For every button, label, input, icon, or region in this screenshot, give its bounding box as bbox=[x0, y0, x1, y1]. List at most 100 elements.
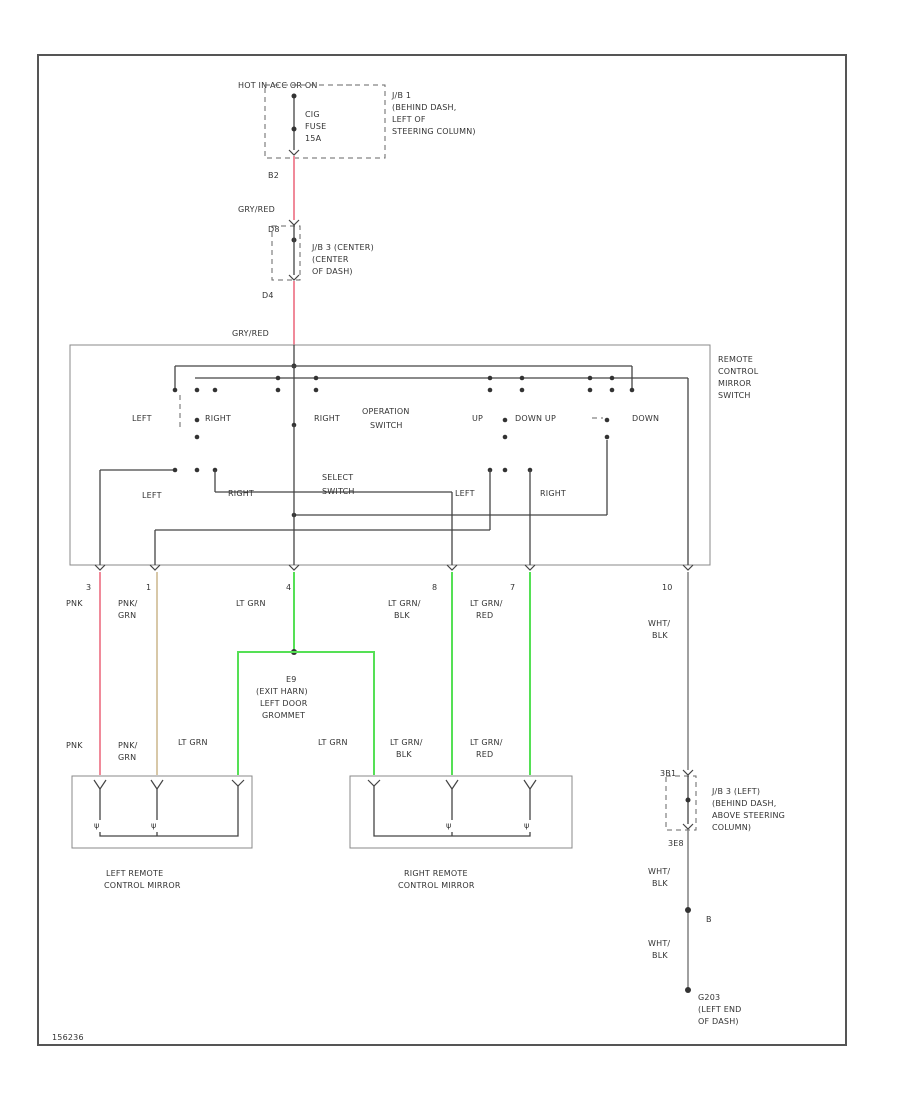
pin8-mark bbox=[446, 564, 458, 571]
sel-contact-2 bbox=[194, 467, 200, 473]
bus2-node-6 bbox=[609, 375, 615, 381]
right-mirror-line-1: RIGHT REMOTE bbox=[404, 869, 468, 878]
ground-jb-line-1: J/B 3 (LEFT) bbox=[711, 787, 760, 796]
jb1-conn-b2 bbox=[288, 149, 300, 156]
select-line-1: SELECT bbox=[322, 473, 353, 482]
ground-point-node bbox=[685, 987, 691, 993]
op-contact-8 bbox=[519, 387, 525, 393]
switch-title-3: MIRROR bbox=[718, 379, 752, 388]
pin10-wire-1: WHT/ bbox=[648, 619, 670, 628]
r-ltgrnblk-label-1: LT GRN/ bbox=[390, 738, 423, 747]
op-contact-13 bbox=[604, 417, 610, 423]
r-ltgrnblk-label-2: BLK bbox=[396, 750, 412, 759]
bus-node-left bbox=[172, 387, 178, 393]
pin10-mark bbox=[682, 564, 694, 571]
jb1-line-1: J/B 1 bbox=[391, 91, 411, 100]
operation-line-1: OPERATION bbox=[362, 407, 410, 416]
splice-line-3: GROMMET bbox=[262, 711, 305, 720]
pin3-wire: PNK bbox=[66, 599, 83, 608]
bus2-node-4 bbox=[519, 375, 525, 381]
pin1-mark bbox=[149, 564, 161, 571]
right-mirror-box bbox=[349, 775, 573, 849]
jb3-line-1: J/B 3 (CENTER) bbox=[311, 243, 374, 252]
pin1-wire-2: GRN bbox=[118, 611, 136, 620]
select-right2-label: RIGHT bbox=[540, 489, 566, 498]
select-line-2: SWITCH bbox=[322, 487, 355, 496]
right-mirror-line-2: CONTROL MIRROR bbox=[398, 881, 475, 890]
pin7-wire-1: LT GRN/ bbox=[470, 599, 503, 608]
lm-motor-1-icon: ψ bbox=[94, 821, 99, 830]
pin7-mark bbox=[524, 564, 536, 571]
bus2-node-3 bbox=[487, 375, 493, 381]
pin8-wire-2: BLK bbox=[394, 611, 410, 620]
op-contact-14 bbox=[604, 434, 610, 440]
op-left-label: LEFT bbox=[132, 414, 152, 423]
select-right-left-label: RIGHT bbox=[228, 489, 254, 498]
conn-d8: D8 bbox=[268, 225, 280, 234]
r-ltgrn-label: LT GRN bbox=[318, 738, 348, 747]
ground-point-line-1: G203 bbox=[698, 993, 720, 1002]
ground-jb-node bbox=[685, 797, 691, 803]
jb1-node-top bbox=[291, 93, 297, 99]
op-contact-1 bbox=[194, 387, 200, 393]
switch-title-4: SWITCH bbox=[718, 391, 751, 400]
ground-wire2-2: BLK bbox=[652, 951, 668, 960]
splice-line-1: (EXIT HARN) bbox=[256, 687, 308, 696]
l-pnkgrn-label-2: GRN bbox=[118, 753, 136, 762]
op-contact-2 bbox=[212, 387, 218, 393]
jb1-node-mid bbox=[291, 126, 297, 132]
ground-jb-line-4: COLUMN) bbox=[712, 823, 751, 832]
switch-title-2: CONTROL bbox=[718, 367, 759, 376]
left-mirror-line-2: CONTROL MIRROR bbox=[104, 881, 181, 890]
op-downup-label: DOWN UP bbox=[515, 414, 556, 423]
pin3-mark bbox=[94, 564, 106, 571]
wire-gry-red-2-label: GRY/RED bbox=[232, 329, 269, 338]
rm-conn-1 bbox=[367, 779, 381, 787]
wire-lt-grn-splice bbox=[237, 651, 375, 775]
ground-splice-label: B bbox=[706, 915, 712, 924]
ground-wire2-1: WHT/ bbox=[648, 939, 670, 948]
op-down-label: DOWN bbox=[632, 414, 659, 423]
fuse-line-2: FUSE bbox=[305, 122, 326, 131]
left-mirror-box bbox=[71, 775, 253, 849]
op-contact-11 bbox=[502, 417, 508, 423]
sel-contact-1 bbox=[172, 467, 178, 473]
op-contact-5 bbox=[194, 417, 200, 423]
op-right-left-label: RIGHT bbox=[205, 414, 231, 423]
jb3-line-3: OF DASH) bbox=[312, 267, 353, 276]
splice-line-2: LEFT DOOR bbox=[260, 699, 308, 708]
switch-title-1: REMOTE bbox=[718, 355, 753, 364]
pin1-num: 1 bbox=[146, 583, 151, 592]
remote-control-mirror-switch-box bbox=[69, 344, 711, 566]
jb1-line-2: (BEHIND DASH, bbox=[392, 103, 456, 112]
pin8-wire-1: LT GRN/ bbox=[388, 599, 421, 608]
pin8-num: 8 bbox=[432, 583, 437, 592]
op-contact-3 bbox=[275, 387, 281, 393]
ground-jb-in-mark bbox=[682, 769, 694, 776]
ground-jb-box bbox=[665, 775, 697, 831]
ground-jb-out: 3E8 bbox=[668, 839, 684, 848]
ground-wire1-2: BLK bbox=[652, 879, 668, 888]
bus2-node-1 bbox=[275, 375, 281, 381]
jb3-conn-d8 bbox=[288, 219, 300, 226]
pin4-num: 4 bbox=[286, 583, 291, 592]
conn-b2: B2 bbox=[268, 171, 279, 180]
lm-conn-3 bbox=[231, 779, 245, 787]
ground-jb-in: 3B1 bbox=[660, 769, 676, 778]
pin7-wire-2: RED bbox=[476, 611, 493, 620]
op-contact-4 bbox=[313, 387, 319, 393]
pin7-num: 7 bbox=[510, 583, 515, 592]
op-contact-10 bbox=[609, 387, 615, 393]
pin10-num: 10 bbox=[662, 583, 673, 592]
select-left2-label: LEFT bbox=[455, 489, 475, 498]
bus-node-right bbox=[629, 387, 635, 393]
lm-conn-1 bbox=[93, 779, 107, 791]
pin1-wire-1: PNK/ bbox=[118, 599, 138, 608]
op-contact-7 bbox=[487, 387, 493, 393]
jb1-line-4: STEERING COLUMN) bbox=[392, 127, 476, 136]
l-pnkgrn-label-1: PNK/ bbox=[118, 741, 138, 750]
operation-line-2: SWITCH bbox=[370, 421, 403, 430]
rm-motor-2-icon: ψ bbox=[524, 821, 529, 830]
splice-e9-id: E9 bbox=[286, 675, 297, 684]
jb3-box bbox=[271, 225, 301, 281]
